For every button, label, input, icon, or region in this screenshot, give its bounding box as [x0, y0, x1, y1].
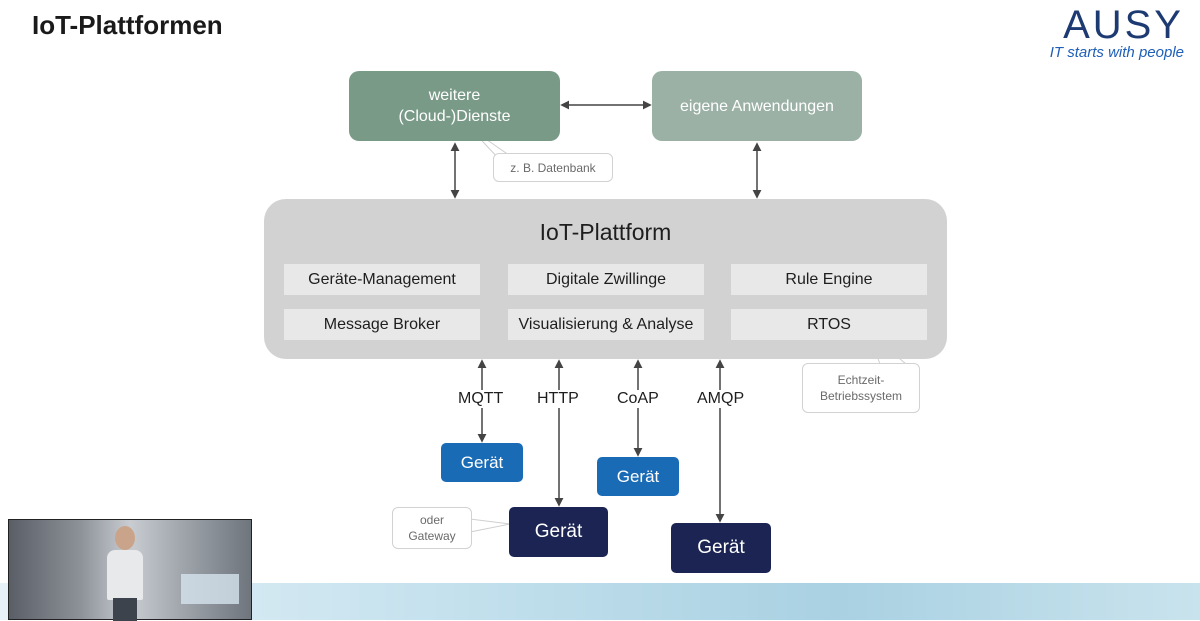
module-digital-twins: Digitale Zwillinge	[508, 264, 704, 295]
callout-datenbank: z. B. Datenbank	[493, 153, 613, 182]
device-http: Gerät	[509, 507, 608, 557]
protocol-amqp: AMQP	[694, 390, 748, 408]
protocol-http: HTTP	[534, 390, 582, 408]
device-mqtt: Gerät	[441, 443, 523, 482]
iot-platform-box: IoT-Plattform Geräte-Management Digitale…	[264, 199, 947, 359]
callout-gateway-line2: Gateway	[408, 529, 456, 543]
callout-gateway-line1: oder	[419, 513, 445, 527]
module-rule-engine: Rule Engine	[731, 264, 927, 295]
speaker-torso	[107, 550, 143, 600]
speaker-figure	[107, 526, 143, 621]
cloud-services-line1: weitere	[428, 87, 481, 104]
protocol-coap: CoAP	[614, 390, 662, 408]
speaker-legs	[113, 598, 137, 621]
callout-datenbank-text: z. B. Datenbank	[510, 160, 596, 175]
cloud-services-line2: (Cloud-)Dienste	[398, 108, 511, 125]
logo-wordmark: AUSY	[1063, 3, 1184, 47]
own-apps-box: eigene Anwendungen	[652, 71, 862, 141]
own-apps-label: eigene Anwendungen	[680, 97, 834, 115]
ausy-logo: AUSY IT starts with people	[1024, 4, 1184, 61]
callout-rtos: Echtzeit- Betriebssystem	[802, 363, 920, 413]
callout-rtos-line2: Betriebssystem	[819, 389, 903, 403]
module-visualization-analysis: Visualisierung & Analyse	[508, 309, 704, 340]
platform-title: IoT-Plattform	[539, 219, 672, 245]
module-message-broker: Message Broker	[284, 309, 480, 340]
speaker-head	[115, 526, 135, 550]
slide-title: IoT-Plattformen	[32, 10, 223, 40]
speaker-webcam-overlay	[8, 519, 252, 621]
callout-gateway: oder Gateway	[392, 507, 472, 549]
background-screen	[181, 574, 239, 604]
protocol-mqtt: MQTT	[455, 390, 507, 408]
callout-rtos-line1: Echtzeit-	[837, 373, 885, 387]
module-device-management: Geräte-Management	[284, 264, 480, 295]
module-rtos: RTOS	[731, 309, 927, 340]
device-amqp: Gerät	[671, 523, 771, 573]
cloud-services-box: weitere (Cloud-)Dienste	[349, 71, 560, 141]
device-coap: Gerät	[597, 457, 679, 496]
logo-tagline: IT starts with people	[1049, 44, 1184, 61]
callout-pointer-gateway	[469, 518, 511, 533]
